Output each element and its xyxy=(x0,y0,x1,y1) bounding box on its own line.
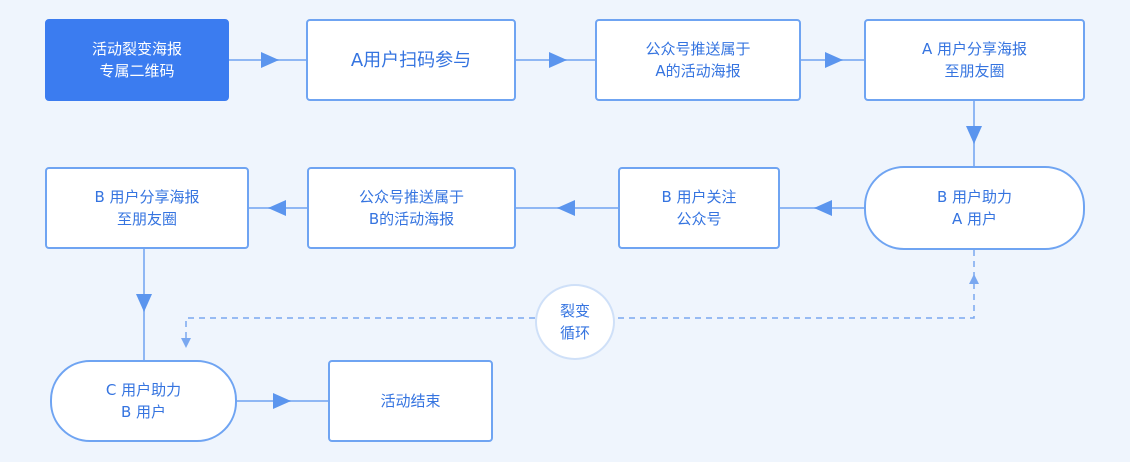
node-start-poster-qrcode: 活动裂变海报 专属二维码 xyxy=(45,19,229,101)
node-c-user-help-b: C 用户助力 B 用户 xyxy=(50,360,237,442)
node-b-user-follow: B 用户关注 公众号 xyxy=(618,167,780,249)
node-activity-end: 活动结束 xyxy=(328,360,493,442)
node-a-user-share: A 用户分享海报 至朋友圈 xyxy=(864,19,1085,101)
loop-dashed-right xyxy=(615,250,975,319)
node-b-user-share: B 用户分享海报 至朋友圈 xyxy=(45,167,249,249)
node-push-poster-b: 公众号推送属于 B的活动海报 xyxy=(307,167,516,249)
node-push-poster-a: 公众号推送属于 A的活动海报 xyxy=(595,19,801,101)
node-a-user-scan: A用户扫码参与 xyxy=(306,19,516,101)
loop-dashed-left xyxy=(185,317,535,346)
node-b-user-help-a: B 用户助力 A 用户 xyxy=(864,166,1085,250)
loop-circle-label: 裂变 循环 xyxy=(535,284,615,360)
